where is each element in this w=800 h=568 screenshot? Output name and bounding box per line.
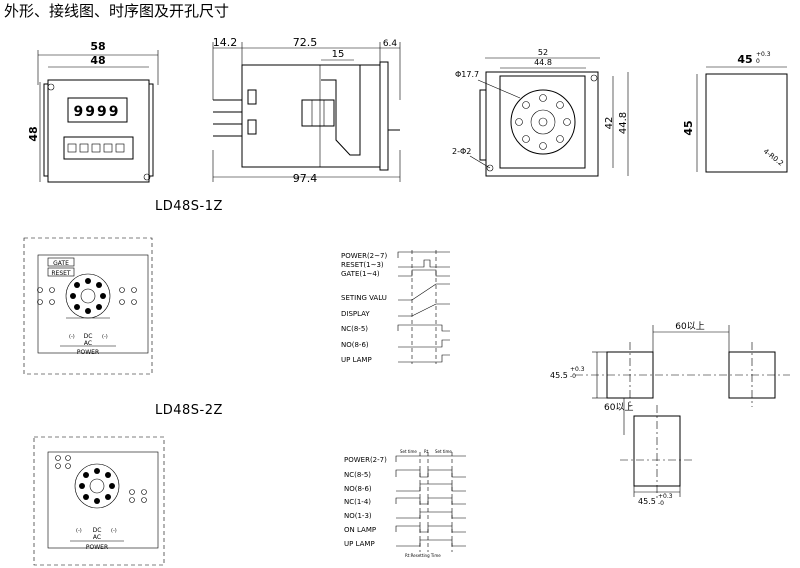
timing2-top-a: Set time (400, 449, 417, 454)
cutout-size-a-tol: +0.3 (570, 366, 585, 373)
timing1-label-3: SETING VALU (341, 294, 387, 302)
timing1-label-7: UP LAMP (341, 356, 372, 364)
model-label-1z: LD48S-1Z (155, 199, 223, 214)
timing2-label-3: NC(1-4) (344, 498, 371, 506)
side-dim-3: 15 (332, 49, 345, 60)
front-width-inner: 48 (90, 54, 105, 67)
timing1-label-1: RESET(1~3) (341, 261, 384, 269)
cutout-height: 45 (682, 120, 695, 135)
timing2-top-b: Rt (424, 449, 429, 454)
wiring-diagram-1z: GATE RESET DC AC (-) (-) POWER (23, 237, 153, 375)
timing2-label-4: NO(1-3) (344, 512, 372, 520)
timing1-label-2: GATE(1~4) (341, 270, 380, 278)
timing1-label-0: POWER(2~7) (341, 252, 387, 260)
cutout-width-tol: +0.3 (756, 51, 771, 58)
wiring1-ac: AC (84, 340, 92, 347)
cutout-width: 45 (737, 53, 752, 66)
side-dim-4: 6.4 (383, 39, 398, 49)
socket-height-b: 44.8 (618, 112, 629, 134)
timing1-label-4: DISPLAY (341, 310, 370, 318)
front-height: 48 (27, 126, 40, 141)
socket-mount-holes: 2-Φ2 (452, 147, 471, 156)
timing2-label-6: UP LAMP (344, 540, 375, 548)
front-width-outer: 58 (90, 40, 105, 53)
timing2-bottom: Rt:Resetting Time (405, 553, 441, 558)
display-value: 9999 (74, 104, 121, 120)
wiring1-power: POWER (77, 349, 99, 356)
wiring1-dc: DC (84, 333, 93, 340)
wiring1-reset: RESET (51, 270, 71, 277)
side-total: 97.4 (293, 172, 318, 185)
cutout-size-b-tol: +0.3 (658, 493, 673, 500)
timing2-label-2: NO(8-6) (344, 485, 372, 493)
socket-width-inner: 44.8 (534, 58, 552, 67)
socket-height-a: 42 (604, 117, 615, 130)
wiring2-ac: AC (93, 534, 101, 541)
page-title: 外形、接线图、时序图及开孔尺寸 (4, 2, 230, 20)
wiring2-neg-b: (-) (111, 528, 117, 534)
socket-hole-dia: Φ17.7 (455, 70, 479, 79)
cutout-dimension: 45 +0.3 0 45 4-R0.2 (682, 51, 788, 173)
wiring2-dc: DC (93, 527, 102, 534)
cutout-size-a-tol0: -0 (570, 373, 576, 380)
socket-view: 52 44.8 Φ17.7 2-Φ2 42 44.8 (452, 48, 629, 177)
wiring1-neg-a: (-) (69, 334, 75, 340)
timing2-label-0: POWER(2-7) (344, 456, 387, 464)
side-dim-1: 14.2 (213, 36, 238, 49)
wiring1-gate: GATE (53, 260, 69, 267)
wiring2-neg-a: (-) (76, 528, 82, 534)
wiring1-neg-b: (-) (102, 334, 108, 340)
timing1-label-6: NO(8-6) (341, 341, 369, 349)
cutout-width-tol0: 0 (756, 58, 760, 65)
cutout-spacing-v: 60以上 (604, 402, 633, 413)
model-label-2z: LD48S-2Z (155, 403, 223, 418)
side-dim-2: 72.5 (293, 36, 318, 49)
timing1-label-5: NC(8-5) (341, 325, 368, 333)
timing2-label-1: NC(8-5) (344, 471, 371, 479)
cutout-layout: 60以上 45.5 +0.3 -0 60以上 45.5 +0.3 -0 (550, 321, 790, 507)
cutout-size-a: 45.5 (550, 371, 568, 380)
cutout-radius: 4-R0.2 (762, 147, 785, 167)
cutout-size-b: 45.5 (638, 497, 656, 506)
socket-width-outer: 52 (538, 48, 548, 57)
front-view: 58 48 48 9999 (27, 40, 159, 183)
wiring-diagram-2z: DC AC (-) (-) POWER (33, 436, 165, 566)
timing2-label-5: ON LAMP (344, 526, 376, 534)
cutout-size-b-tol0: -0 (658, 500, 664, 507)
timing-chart-1z: POWER(2~7) RESET(1~3) GATE(1~4) SETING V… (341, 250, 450, 364)
timing-chart-2z: Set time Rt Set time POWER(2-7) NC(8-5) … (344, 449, 466, 558)
side-view: 14.2 72.5 6.4 15 97.4 (212, 36, 401, 185)
cutout-spacing-h: 60以上 (675, 321, 704, 332)
wiring2-power: POWER (86, 544, 108, 551)
timing2-top-c: Set time (435, 449, 452, 454)
